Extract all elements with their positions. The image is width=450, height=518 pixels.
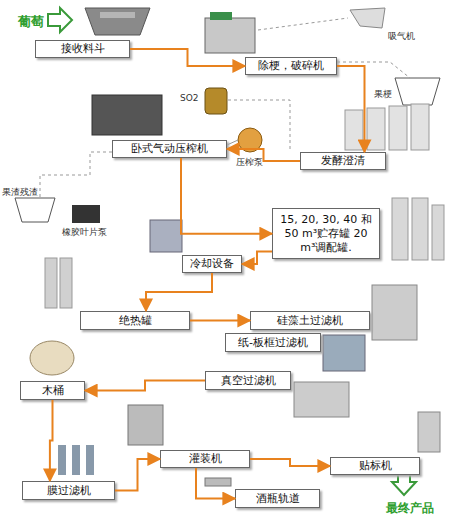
process-box: 木桶 [20,381,85,400]
tank-image [45,258,57,308]
flow-arrow [146,273,212,311]
barrel-image [30,341,74,375]
process-box: 接收料斗 [35,40,130,58]
flow-arrow [337,66,365,152]
box-text: 硅藻土过滤机 [277,314,343,328]
box-text: 除梗，破碎机 [258,59,324,73]
part-label: 压榨泵 [236,156,263,169]
flow-arrow [130,49,245,66]
input-arrow [48,8,72,32]
process-box: 贴标机 [330,457,420,475]
process-box: 纸-板框过滤机 [225,333,321,352]
bin-image [395,78,440,105]
filter-image [372,285,417,340]
hopper-detail [100,12,135,18]
process-box: 冷却设备 [182,255,242,273]
process-box: 酒瓶轨道 [235,489,320,508]
process-box: 灌装机 [160,450,250,468]
process-box: 硅藻土过滤机 [250,311,370,330]
box-text: 冷却设备 [190,257,234,271]
process-box: 膜过滤机 [22,481,115,500]
tank-image [432,205,444,260]
pump-image [238,128,262,152]
part-label: 橡胶叶片泵 [62,226,107,239]
process-box: 绝热罐 [80,311,190,330]
tank-image [392,198,408,260]
box-text: 纸-板框过滤机 [238,336,308,350]
tank-image [345,110,363,150]
filter-image [323,335,365,371]
hopper-image [85,8,150,35]
fan-image [350,8,385,28]
box-text: 真空过滤机 [221,374,276,388]
part-label: 果梗 [374,88,392,101]
flow-arrow [181,158,272,234]
filter-image [72,445,80,475]
box-text: 15, 20, 30, 40 和 50 m³贮存罐 20 m³调配罐. [278,213,374,254]
box-text: 接收料斗 [61,42,105,56]
filter-image [58,445,66,475]
flow-arrow [85,381,205,391]
connector-pipe [227,140,238,145]
dashed-line [228,100,290,152]
box-text: 木桶 [42,384,64,398]
process-box: 真空过滤机 [205,371,291,390]
flow-arrow [242,252,272,264]
tank-image [411,104,429,150]
cooler-image [150,220,182,252]
filler-image [128,405,163,445]
part-label: 果渣残渣 [2,186,38,199]
process-box: 发酵澄清 [300,152,386,170]
dashed-line [258,18,348,30]
press-image [92,95,162,135]
tank-image [367,108,385,150]
bin-image [15,198,55,222]
box-text: 灌装机 [189,452,222,466]
box-text: 酒瓶轨道 [256,492,300,506]
box-text: 贴标机 [359,459,392,473]
flow-arrow [50,400,53,481]
box-text: 发酵澄清 [321,154,365,168]
labeller-image [418,412,440,452]
so2-image [205,88,227,114]
part-label: 葡萄 [18,13,44,31]
process-box: 卧式气动压榨机 [112,140,227,158]
part-label: 吸气机 [388,30,415,43]
filter-image [294,382,349,417]
process-box: 15, 20, 30, 40 和 50 m³贮存罐 20 m³调配罐. [272,208,380,259]
box-text: 卧式气动压榨机 [131,142,208,156]
pump-image [72,205,100,223]
process-box: 除梗，破碎机 [245,57,337,75]
tank-image [389,106,407,150]
flow-arrow [115,459,160,491]
tank-image [412,198,428,260]
flow-arrow [227,149,300,161]
dashed-line [40,152,112,198]
tank-image [60,258,72,308]
destemmer-detail [210,12,232,20]
box-text: 绝热罐 [119,314,152,328]
part-label: 最终产品 [386,500,434,517]
part-label: SO2 [180,93,199,103]
destemmer-image [205,18,255,53]
rail-image [205,478,231,486]
box-text: 膜过滤机 [47,484,91,498]
flow-arrow [250,459,330,466]
flow-arrow [196,468,235,499]
dashed-line [337,62,410,78]
flow-arrow [190,320,250,322]
filter-image [86,445,94,475]
